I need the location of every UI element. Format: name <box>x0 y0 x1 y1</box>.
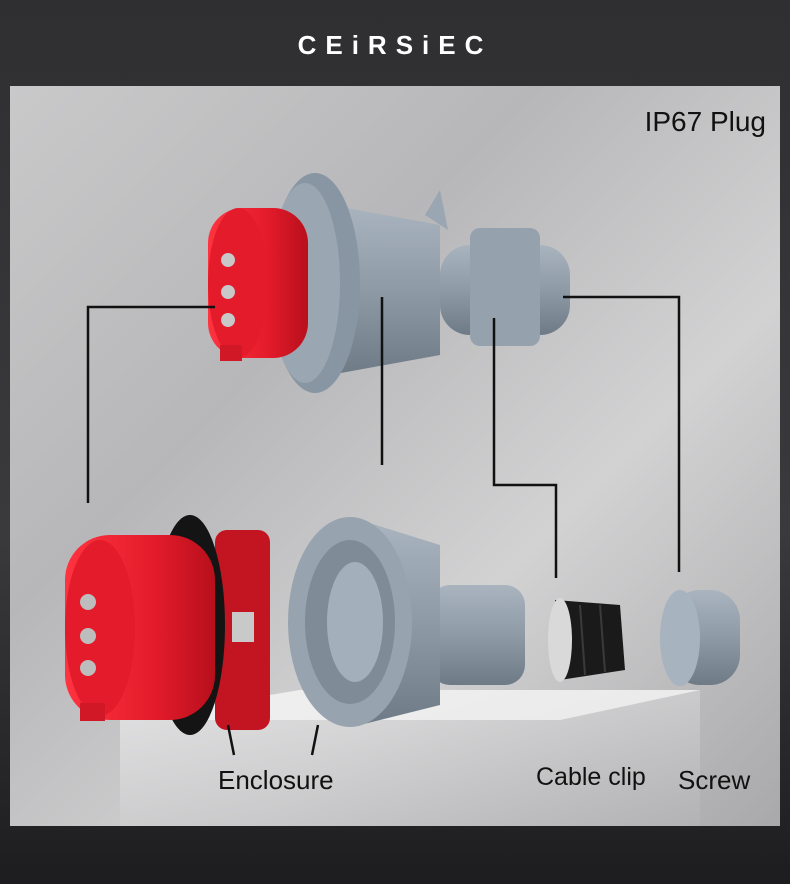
product-title: IP67 Plug <box>644 106 766 137</box>
callout-line-enclosure-right <box>310 724 320 756</box>
cable-clip <box>548 598 625 682</box>
assembled-plug <box>208 173 570 393</box>
label-screw: Screw <box>678 765 751 795</box>
brand-logo: CEiRSiEC <box>297 30 493 60</box>
plug-insert-red <box>65 515 270 735</box>
callout-lines <box>86 295 681 756</box>
callout-line-screw <box>563 295 681 572</box>
enclosure-housing <box>288 517 525 727</box>
callout-line-insert <box>86 305 215 503</box>
callout-line-enclosure-left <box>226 724 236 756</box>
label-cable-clip: Cable clip <box>536 763 646 791</box>
label-enclosure: Enclosure <box>218 765 334 795</box>
screw-cap <box>660 590 740 686</box>
callout-line-cable-clip <box>492 318 558 578</box>
